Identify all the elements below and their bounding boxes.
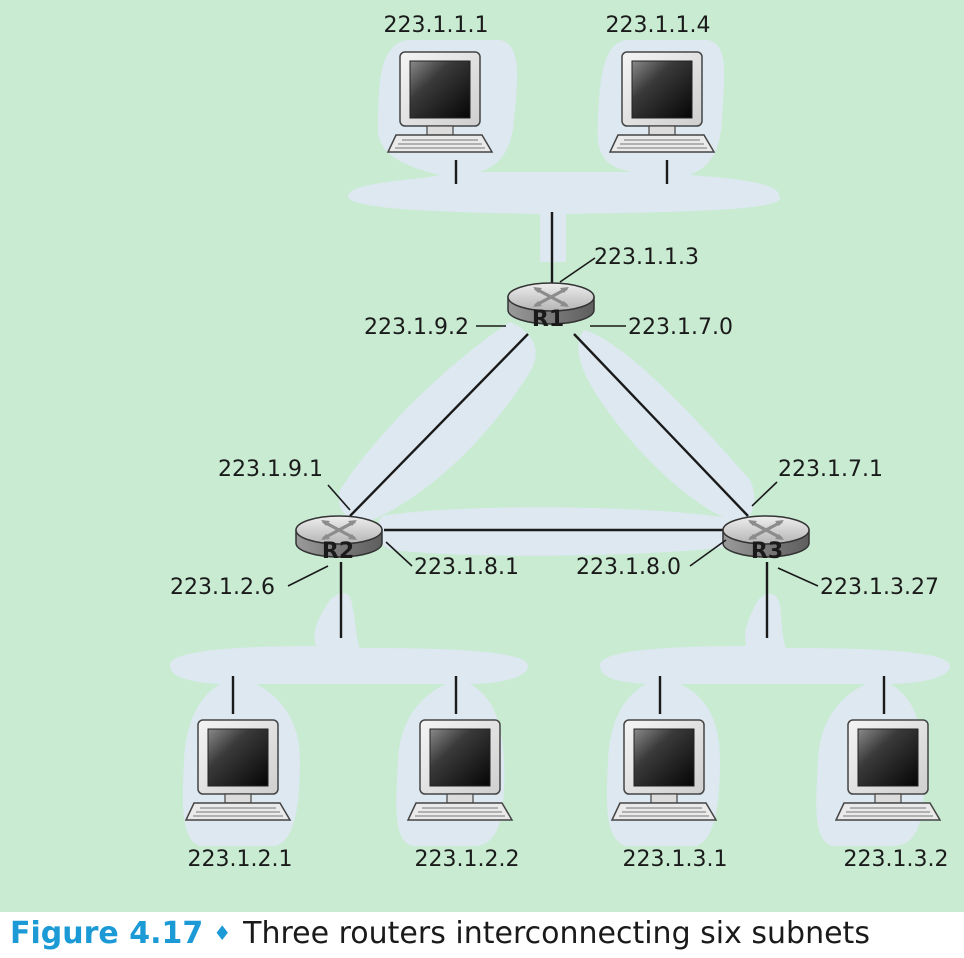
subnet-halo-r2-r3	[376, 507, 733, 556]
figure-number: Figure 4.17	[10, 916, 204, 951]
interface-ip-label: 223.1.8.0	[576, 555, 681, 580]
host-ip-label: 223.1.1.4	[606, 13, 711, 38]
leader-r2-right	[385, 541, 413, 567]
network-diagram: R1 R2 R3 223.1.1.1 223.1.1.4 223.1.2.1 2…	[0, 0, 964, 912]
host-computer-icon-4	[407, 719, 513, 821]
subnet-halo-r1-r2	[338, 322, 536, 523]
host-computer-icon-3	[185, 719, 291, 821]
leader-r3-left	[689, 539, 727, 567]
leader-r3-bottom	[777, 567, 819, 587]
figure-caption: Figure 4.17 ♦ Three routers interconnectin…	[10, 914, 870, 958]
router-label-r2: R2	[322, 539, 354, 564]
diamond-icon: ♦	[213, 921, 232, 945]
host-ip-label: 223.1.3.2	[844, 847, 949, 872]
host-computer-icon-6	[835, 719, 941, 821]
subnet-halo-r1-r3	[578, 330, 755, 523]
interface-ip-label: 223.1.7.1	[778, 457, 883, 482]
link-r1-r3	[573, 333, 749, 517]
interface-ip-label: 223.1.2.6	[170, 575, 275, 600]
leader-r2-top	[327, 484, 351, 511]
interface-ip-label: 223.1.7.0	[628, 315, 733, 340]
host-computer-icon-5	[611, 719, 717, 821]
interface-ip-label: 223.1.3.27	[820, 575, 939, 600]
router-label-r3: R3	[751, 539, 783, 564]
caption-text: Three routers interconnecting six subnet…	[243, 916, 870, 951]
leader-r1-top	[559, 257, 596, 283]
host-ip-label: 223.1.1.1	[384, 13, 489, 38]
router-label-r1: R1	[532, 307, 564, 332]
host-computer-icon-2	[609, 51, 715, 153]
interface-ip-label: 223.1.8.1	[414, 555, 519, 580]
host-ip-label: 223.1.3.1	[623, 847, 728, 872]
leader-r3-top	[751, 481, 778, 507]
interface-ip-label: 223.1.1.3	[594, 245, 699, 270]
host-computer-icon-1	[387, 51, 493, 153]
link-r1-r2	[349, 333, 529, 517]
interface-ip-label: 223.1.9.1	[218, 457, 323, 482]
host-ip-label: 223.1.2.1	[188, 847, 293, 872]
leader-r2-bottom	[287, 565, 329, 587]
interface-ip-label: 223.1.9.2	[364, 315, 469, 340]
host-ip-label: 223.1.2.2	[415, 847, 520, 872]
